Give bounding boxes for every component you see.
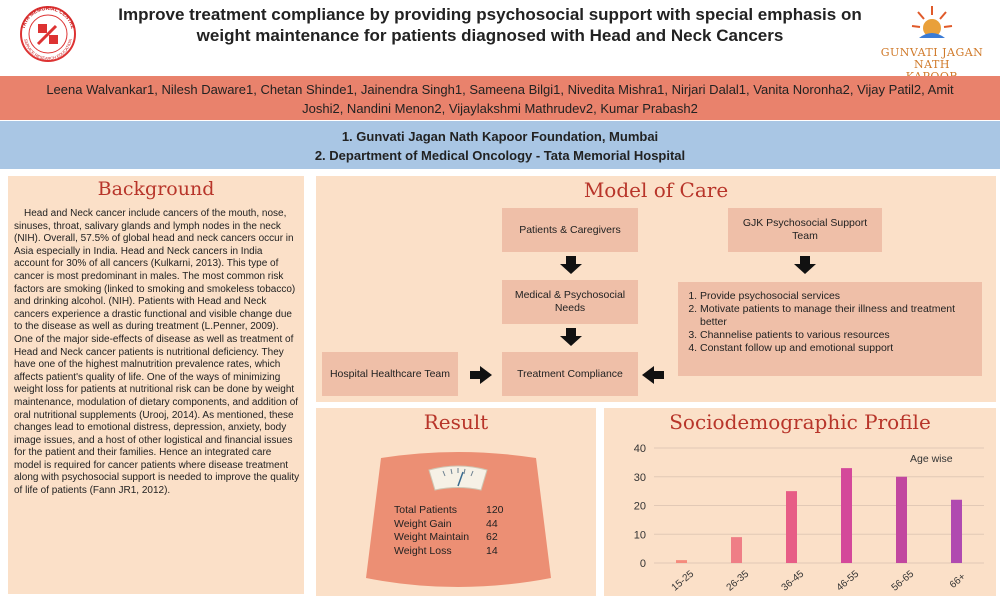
services-list-box: Provide psychosocial services Motivate p…	[678, 282, 982, 376]
x-tick-label: 26-35	[725, 568, 752, 593]
model-of-care-heading: Model of Care	[583, 178, 729, 202]
bar-36-45	[786, 491, 797, 563]
y-tick-label: 20	[634, 501, 646, 513]
y-tick-label: 30	[634, 472, 646, 484]
y-tick-label: 40	[634, 443, 646, 455]
sociodemographic-panel: Sociodemographic Profile 0 10 20 30 40 15-25 2…	[604, 408, 996, 596]
gjk-logo-line-1: GUNVATI JAGAN NATH	[880, 46, 984, 71]
left-arrow-icon	[642, 366, 664, 384]
y-tick-label: 10	[634, 529, 646, 541]
x-tick-label: 56-65	[890, 568, 917, 593]
bar-56-65	[896, 476, 907, 563]
medical-psychosocial-needs-box: Medical & Psychosocial Needs	[502, 280, 638, 324]
service-item: Channelise patients to various resources	[700, 329, 970, 342]
poster-title: Improve treatment compliance by providin…	[118, 5, 862, 45]
background-text: Head and Neck cancer include cancers of …	[14, 208, 300, 497]
sun-emblem-icon	[911, 6, 953, 38]
legend-label: Age wise	[910, 453, 953, 465]
bar-15-25	[676, 560, 687, 563]
affiliations-band: 1. Gunvati Jagan Nath Kapoor Foundation,…	[0, 121, 1000, 169]
age-bar-chart: 0 10 20 30 40 15-25 26-35 36-45 46-55 56-65 66+ Age…	[634, 443, 984, 594]
model-of-care-panel: Model of Care Patients & Caregivers GJK …	[316, 176, 996, 402]
bar-26-35	[731, 537, 742, 563]
right-arrow-icon	[470, 366, 492, 384]
x-tick-label: 15-25	[670, 568, 697, 593]
x-tick-label: 36-45	[780, 568, 807, 593]
hospital-healthcare-team-box: Hospital Healthcare Team	[322, 352, 458, 396]
sociodemographic-heading: Sociodemographic Profile	[669, 410, 931, 434]
bar-46-55	[841, 468, 852, 563]
down-arrow-icon	[794, 256, 816, 274]
logo-arc-top: TATA MEMORIAL CENTRE	[21, 6, 76, 30]
weighing-scale-icon	[366, 452, 551, 587]
affiliation-2: 2. Department of Medical Oncology - Tata…	[314, 148, 686, 163]
result-heading: Result	[423, 410, 489, 434]
gjk-foundation-logo: GUNVATI JAGAN NATH KAPOOR FOUNDATION	[872, 2, 992, 95]
treatment-compliance-box: Treatment Compliance	[502, 352, 638, 396]
patients-caregivers-box: Patients & Caregivers	[502, 208, 638, 252]
down-arrow-icon	[560, 256, 582, 274]
tata-memorial-logo: TATA MEMORIAL CENTRE SERVICE RESEARCH ED…	[8, 4, 88, 68]
x-tick-label: 46-55	[835, 568, 862, 593]
y-tick-label: 0	[640, 558, 646, 570]
service-item: Motivate patients to manage their illnes…	[700, 303, 970, 329]
bar-66+	[951, 499, 962, 563]
gjk-support-team-box: GJK Psychosocial Support Team	[728, 208, 882, 252]
down-arrow-icon	[560, 328, 582, 346]
affiliation-1: 1. Gunvati Jagan Nath Kapoor Foundation,…	[341, 129, 659, 144]
background-panel: Background Head and Neck cancer include …	[8, 176, 304, 594]
svg-text:TATA MEMORIAL CENTRE: TATA MEMORIAL CENTRE	[21, 6, 76, 30]
x-tick-label: 66+	[948, 571, 968, 590]
service-item: Provide psychosocial services	[700, 290, 970, 303]
authors-band: Leena Walvankar1, Nilesh Daware1, Chetan…	[0, 76, 1000, 120]
poster-header: TATA MEMORIAL CENTRE SERVICE RESEARCH ED…	[0, 0, 1000, 95]
service-item: Constant follow up and emotional support	[700, 342, 970, 355]
background-heading: Background	[97, 178, 215, 200]
